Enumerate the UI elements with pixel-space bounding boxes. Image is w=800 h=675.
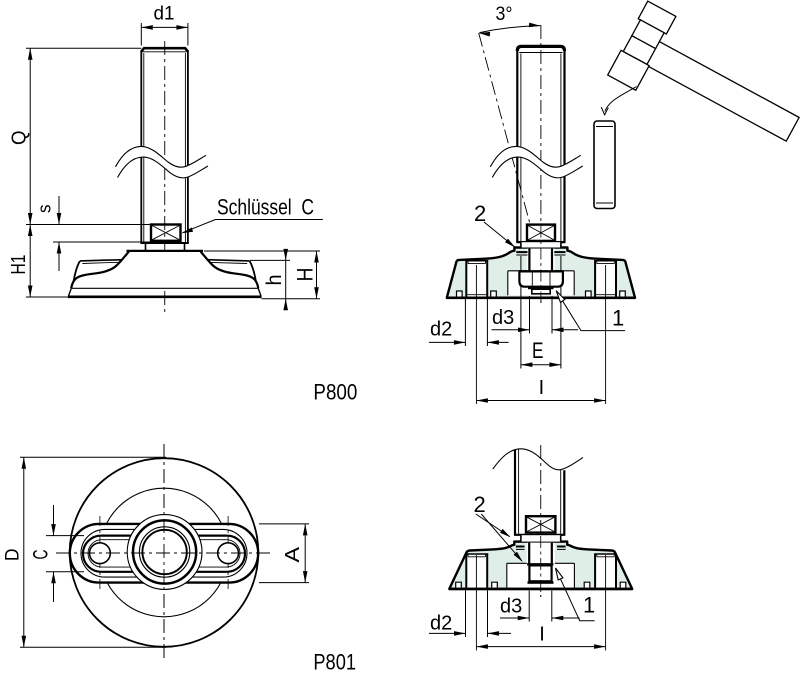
svg-text:d2: d2 [430,319,452,341]
svg-text:d1: d1 [154,2,175,24]
svg-text:1: 1 [583,593,595,618]
svg-text:I: I [539,624,545,646]
svg-text:d2: d2 [430,613,452,635]
svg-text:Q: Q [9,131,31,146]
svg-text:1: 1 [612,306,624,331]
svg-text:2: 2 [474,201,486,226]
svg-text:h: h [263,275,286,286]
svg-text:A: A [282,546,304,562]
svg-text:H: H [293,268,318,282]
svg-text:2: 2 [474,492,486,517]
svg-text:C: C [29,550,53,560]
svg-text:d3: d3 [500,596,522,618]
svg-text:s: s [35,205,55,214]
svg-text:P801: P801 [313,650,356,675]
svg-text:P800: P800 [313,380,357,405]
svg-text:d3: d3 [492,307,514,329]
svg-text:D: D [2,549,23,562]
svg-text:E: E [532,338,544,363]
svg-text:I: I [539,377,545,399]
svg-text:H1: H1 [8,255,30,275]
svg-text:Schlüssel C: Schlüssel C [217,195,314,220]
svg-text:3°: 3° [496,3,513,25]
